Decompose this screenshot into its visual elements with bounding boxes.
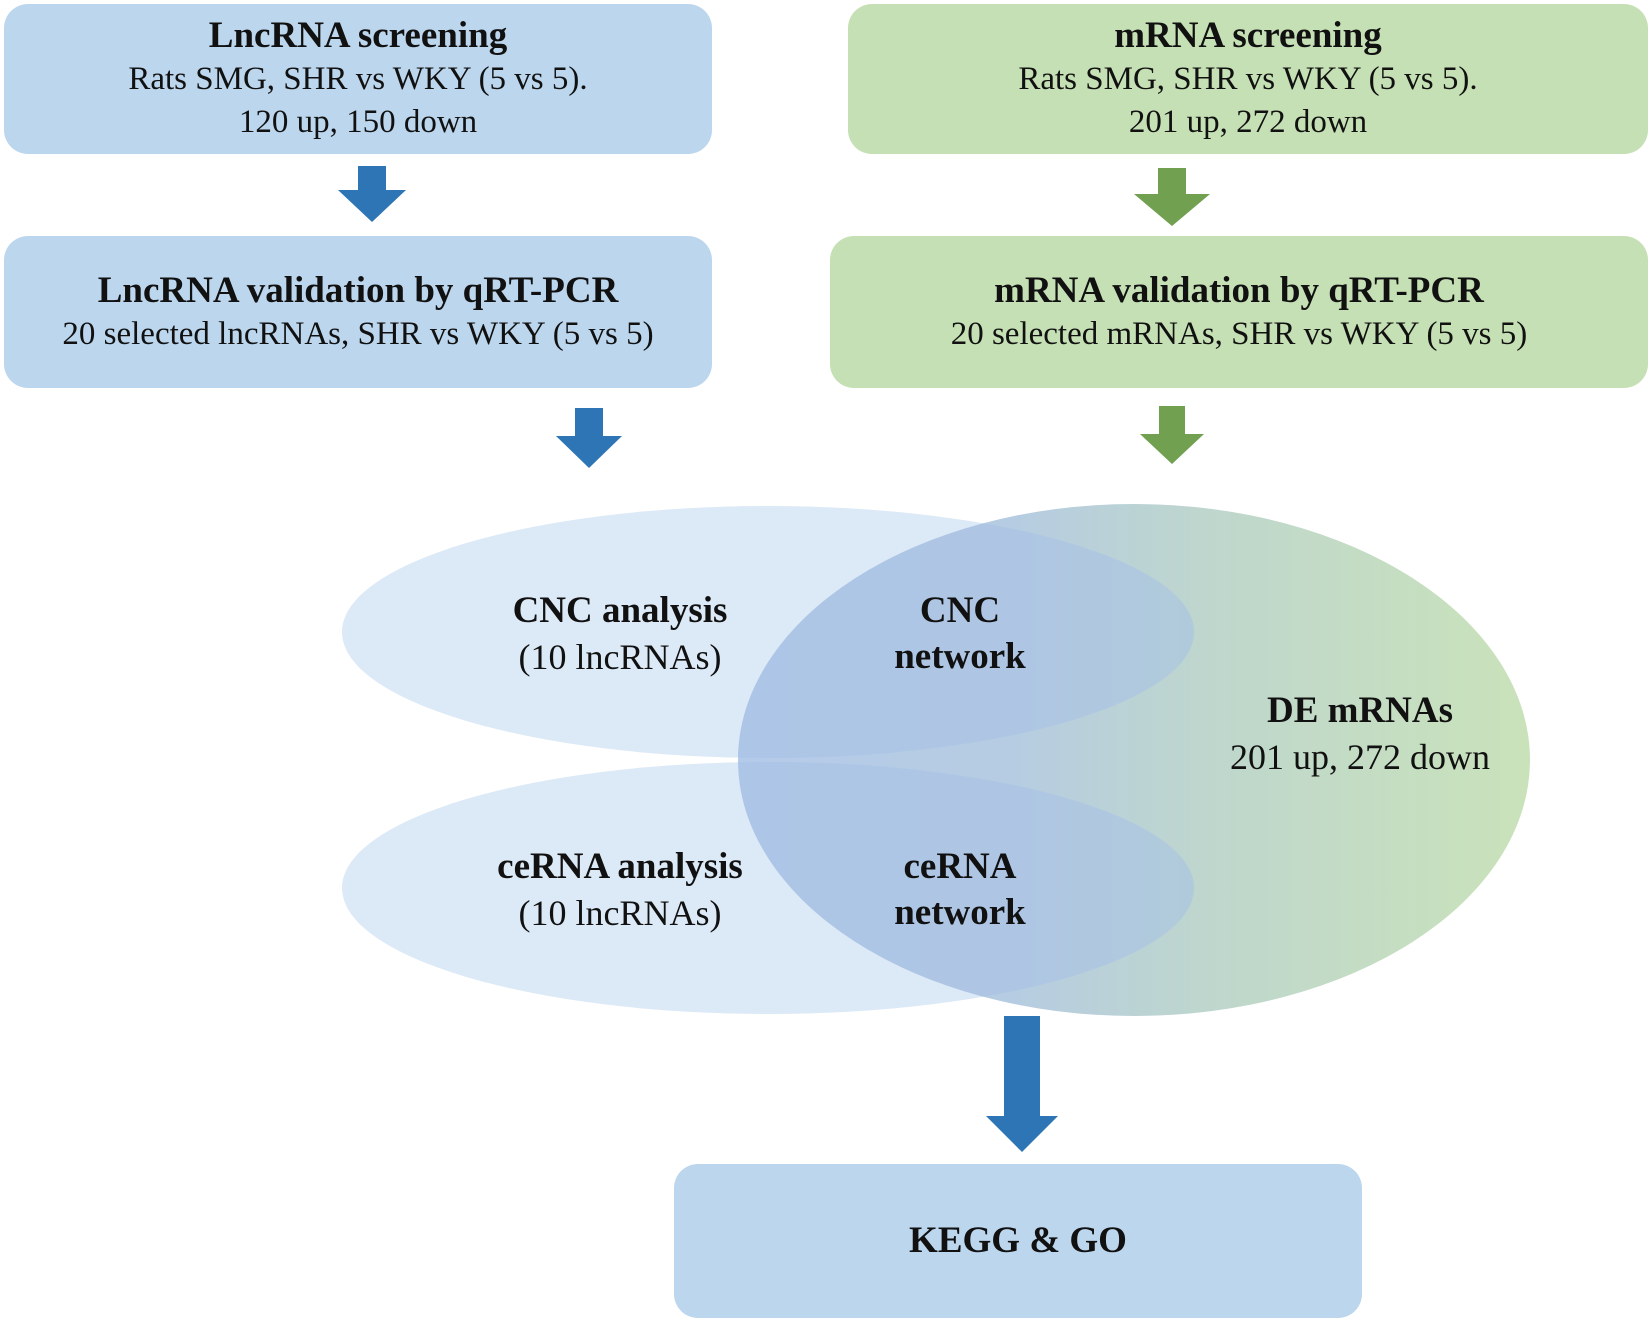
cerna-analysis-count: (10 lncRNAs) (518, 893, 722, 933)
de-mrnas-label: DE mRNAs 201 up, 272 down (1195, 688, 1525, 780)
de-mrnas-title: DE mRNAs (1266, 690, 1454, 731)
mrna-screening-samples: Rats SMG, SHR vs WKY (5 vs 5). (1018, 61, 1478, 97)
kegg-go-box: KEGG & GO (674, 1164, 1362, 1318)
cerna-network-line1: ceRNA (903, 846, 1017, 887)
arrow-down-blue-1 (338, 166, 406, 222)
cnc-analysis-count: (10 lncRNAs) (518, 637, 722, 677)
cnc-analysis-title: CNC analysis (512, 590, 728, 631)
mrna-validation-detail: 20 selected mRNAs, SHR vs WKY (5 vs 5) (950, 315, 1528, 352)
lncrna-validation-detail: 20 selected lncRNAs, SHR vs WKY (5 vs 5) (62, 315, 654, 352)
cnc-network-line2: network (894, 636, 1026, 677)
mrna-validation-title: mRNA validation by qRT-PCR (994, 269, 1484, 311)
arrow-down-blue-3 (986, 1016, 1058, 1152)
mrna-screening-box: mRNA screening Rats SMG, SHR vs WKY (5 v… (848, 4, 1648, 154)
mrna-screening-counts: 201 up, 272 down (1128, 104, 1368, 140)
cerna-network-line2: network (894, 892, 1026, 933)
de-mrnas-counts: 201 up, 272 down (1230, 737, 1490, 777)
arrow-down-blue-2 (556, 408, 622, 468)
cerna-analysis-label: ceRNA analysis (10 lncRNAs) (470, 844, 770, 936)
cnc-network-label: CNC network (860, 588, 1060, 680)
lncrna-validation-box: LncRNA validation by qRT-PCR 20 selected… (4, 236, 712, 388)
kegg-go-title: KEGG & GO (909, 1220, 1127, 1261)
arrow-down-green-1 (1134, 168, 1210, 226)
arrow-down-green-2 (1140, 406, 1204, 464)
lncrna-validation-title: LncRNA validation by qRT-PCR (97, 269, 619, 311)
lncrna-screening-box: LncRNA screening Rats SMG, SHR vs WKY (5… (4, 4, 712, 154)
mrna-screening-title: mRNA screening (1114, 15, 1382, 56)
cnc-network-line1: CNC (919, 590, 1001, 631)
lncrna-screening-title: LncRNA screening (208, 15, 508, 56)
cerna-analysis-title: ceRNA analysis (497, 846, 743, 887)
cerna-network-label: ceRNA network (860, 844, 1060, 936)
cnc-analysis-label: CNC analysis (10 lncRNAs) (470, 588, 770, 680)
mrna-validation-box: mRNA validation by qRT-PCR 20 selected m… (830, 236, 1648, 388)
lncrna-screening-samples: Rats SMG, SHR vs WKY (5 vs 5). (128, 61, 588, 97)
lncrna-screening-counts: 120 up, 150 down (238, 104, 478, 140)
